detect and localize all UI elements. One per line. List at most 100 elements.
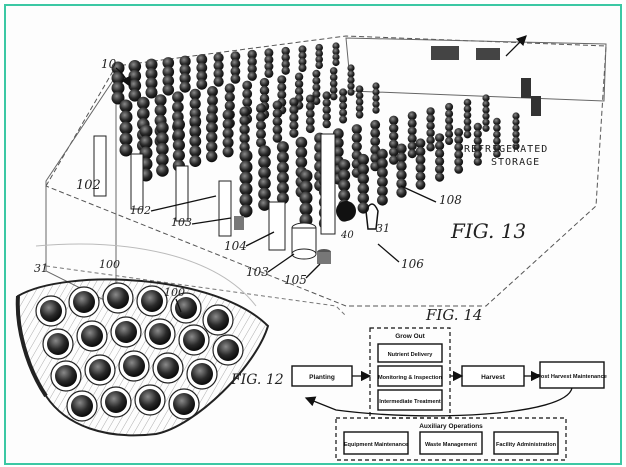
plant-ball [81,325,103,347]
plant-tower-pod [295,136,308,149]
plant-tower-pod [322,91,331,100]
plant-tower-pod [213,68,224,79]
plant-tower-pod [128,79,142,92]
ref-numeral-100a: 100 [99,258,120,271]
plant-tower-pod [156,132,169,145]
plant-tower-pod [189,88,201,100]
plant-tower-pod [162,66,175,78]
plant-tower-pod [294,79,304,89]
plant-tower-pod [407,149,417,159]
plant-tower-pod [189,98,201,110]
plant-ball [123,355,145,377]
plant-tower-pod [119,110,133,124]
plant-tower-pod [111,81,125,95]
plant-tower-pod [339,95,348,104]
plant-tower-pod [377,176,388,188]
plant-ball [173,393,195,415]
plant-tower-pod [222,127,234,139]
plant-tower-pod [377,194,388,206]
plant-tower-pod [351,124,362,135]
plant-tower-pod [111,71,125,85]
plant-tower-pod [372,94,380,102]
plant-tower-pod [482,94,490,102]
plant-tower-pod [295,146,308,159]
planting-label: Planting [309,374,335,381]
nutrient-delivery-box [377,343,443,363]
plant-tower-pod [473,157,482,166]
plant-tower-pod [370,119,381,130]
plant-tower-pod [396,152,407,163]
plant-tower-pod [445,130,454,139]
plant-tower-pod [332,128,344,140]
plant-tower-pod [445,116,454,125]
plant-tower-pod [426,143,435,152]
plant-tower-pod [258,145,271,158]
plant-tower-pod [512,130,520,138]
fig12-tray-drawing: 31 100 100 FIG. 12 [15,243,284,437]
plant-tower-pod [239,133,250,144]
plant-tower-pod [312,83,321,92]
plant-tower-pod [239,124,250,135]
plant-tower-pod [396,169,407,181]
plant-tower-pod [264,55,274,65]
plant-tower-pod [372,88,380,96]
plant-tower-pod [435,133,445,143]
plant-tower-pod [239,204,253,218]
plant-tower-pod [289,113,299,123]
plant-tower-pod [407,126,417,136]
plant-tower-pod [207,104,218,115]
plant-tower-pod [473,143,482,152]
plant-tower-pod [332,146,344,158]
plant-tower-pod [299,180,313,194]
ref-numeral-106: 106 [401,257,424,271]
plant-tower-pod [377,148,388,160]
plant-ball [207,309,229,331]
plant-tower-pod [347,70,355,78]
plant-tower-pod [463,111,472,120]
plant-tower-pod [312,90,321,99]
plant-tower-pod [389,155,399,165]
plant-tower-pod [347,82,355,90]
plant-tower-pod [128,89,142,102]
plant-tower-pod [222,146,234,158]
plant-tower-pod [277,75,287,85]
plant-ball [191,363,213,385]
plant-tower-pod [512,112,520,120]
plant-tower-pod [281,46,290,56]
plant-ball [40,300,62,322]
plant-tower-pod [493,137,501,145]
plant-tower-pod [482,100,490,108]
plant-tower-pod [332,58,340,67]
plant-tower-pod [355,111,364,119]
intermediate-treatment-label: Intermediate Treatment [379,399,441,405]
plant-tower-pod [137,96,150,110]
patent-drawing: REFRIGERATED STORAGE 10 102 102 103 104 … [15,35,607,461]
plant-tower-pod [224,83,235,94]
plant-tower-pod [329,67,338,75]
plant-tower-pod [172,91,184,103]
plant-tower-pod [357,153,369,166]
plant-tower-pod [463,105,472,113]
plant-tower-pod [435,156,445,166]
plant-tower-pod [242,89,253,99]
plant-tower-pod [445,137,454,145]
plant-tower-pod [312,76,321,85]
plant-tower-pod [281,60,290,69]
plant-tower-pod [396,161,407,172]
plant-tower-pod [213,76,224,87]
plant-tower-pod [222,118,234,130]
plant-tower-pod [256,112,266,122]
plant-tower-pod [256,137,266,148]
plant-tower-pod [454,165,464,174]
plant-tower-pod [213,52,224,63]
plant-tower-pod [355,85,364,93]
plant-tower-pod [172,118,185,131]
plant-tower-pod [482,118,490,126]
harvest-label: Harvest [481,374,506,381]
plant-tower-pod [473,129,482,138]
plant-tower-pod [357,173,369,185]
plant-tower-pod [389,115,399,126]
plant-tower-pod [415,171,426,182]
plant-tower-pod [196,54,208,65]
ref-numeral-108: 108 [439,193,462,207]
